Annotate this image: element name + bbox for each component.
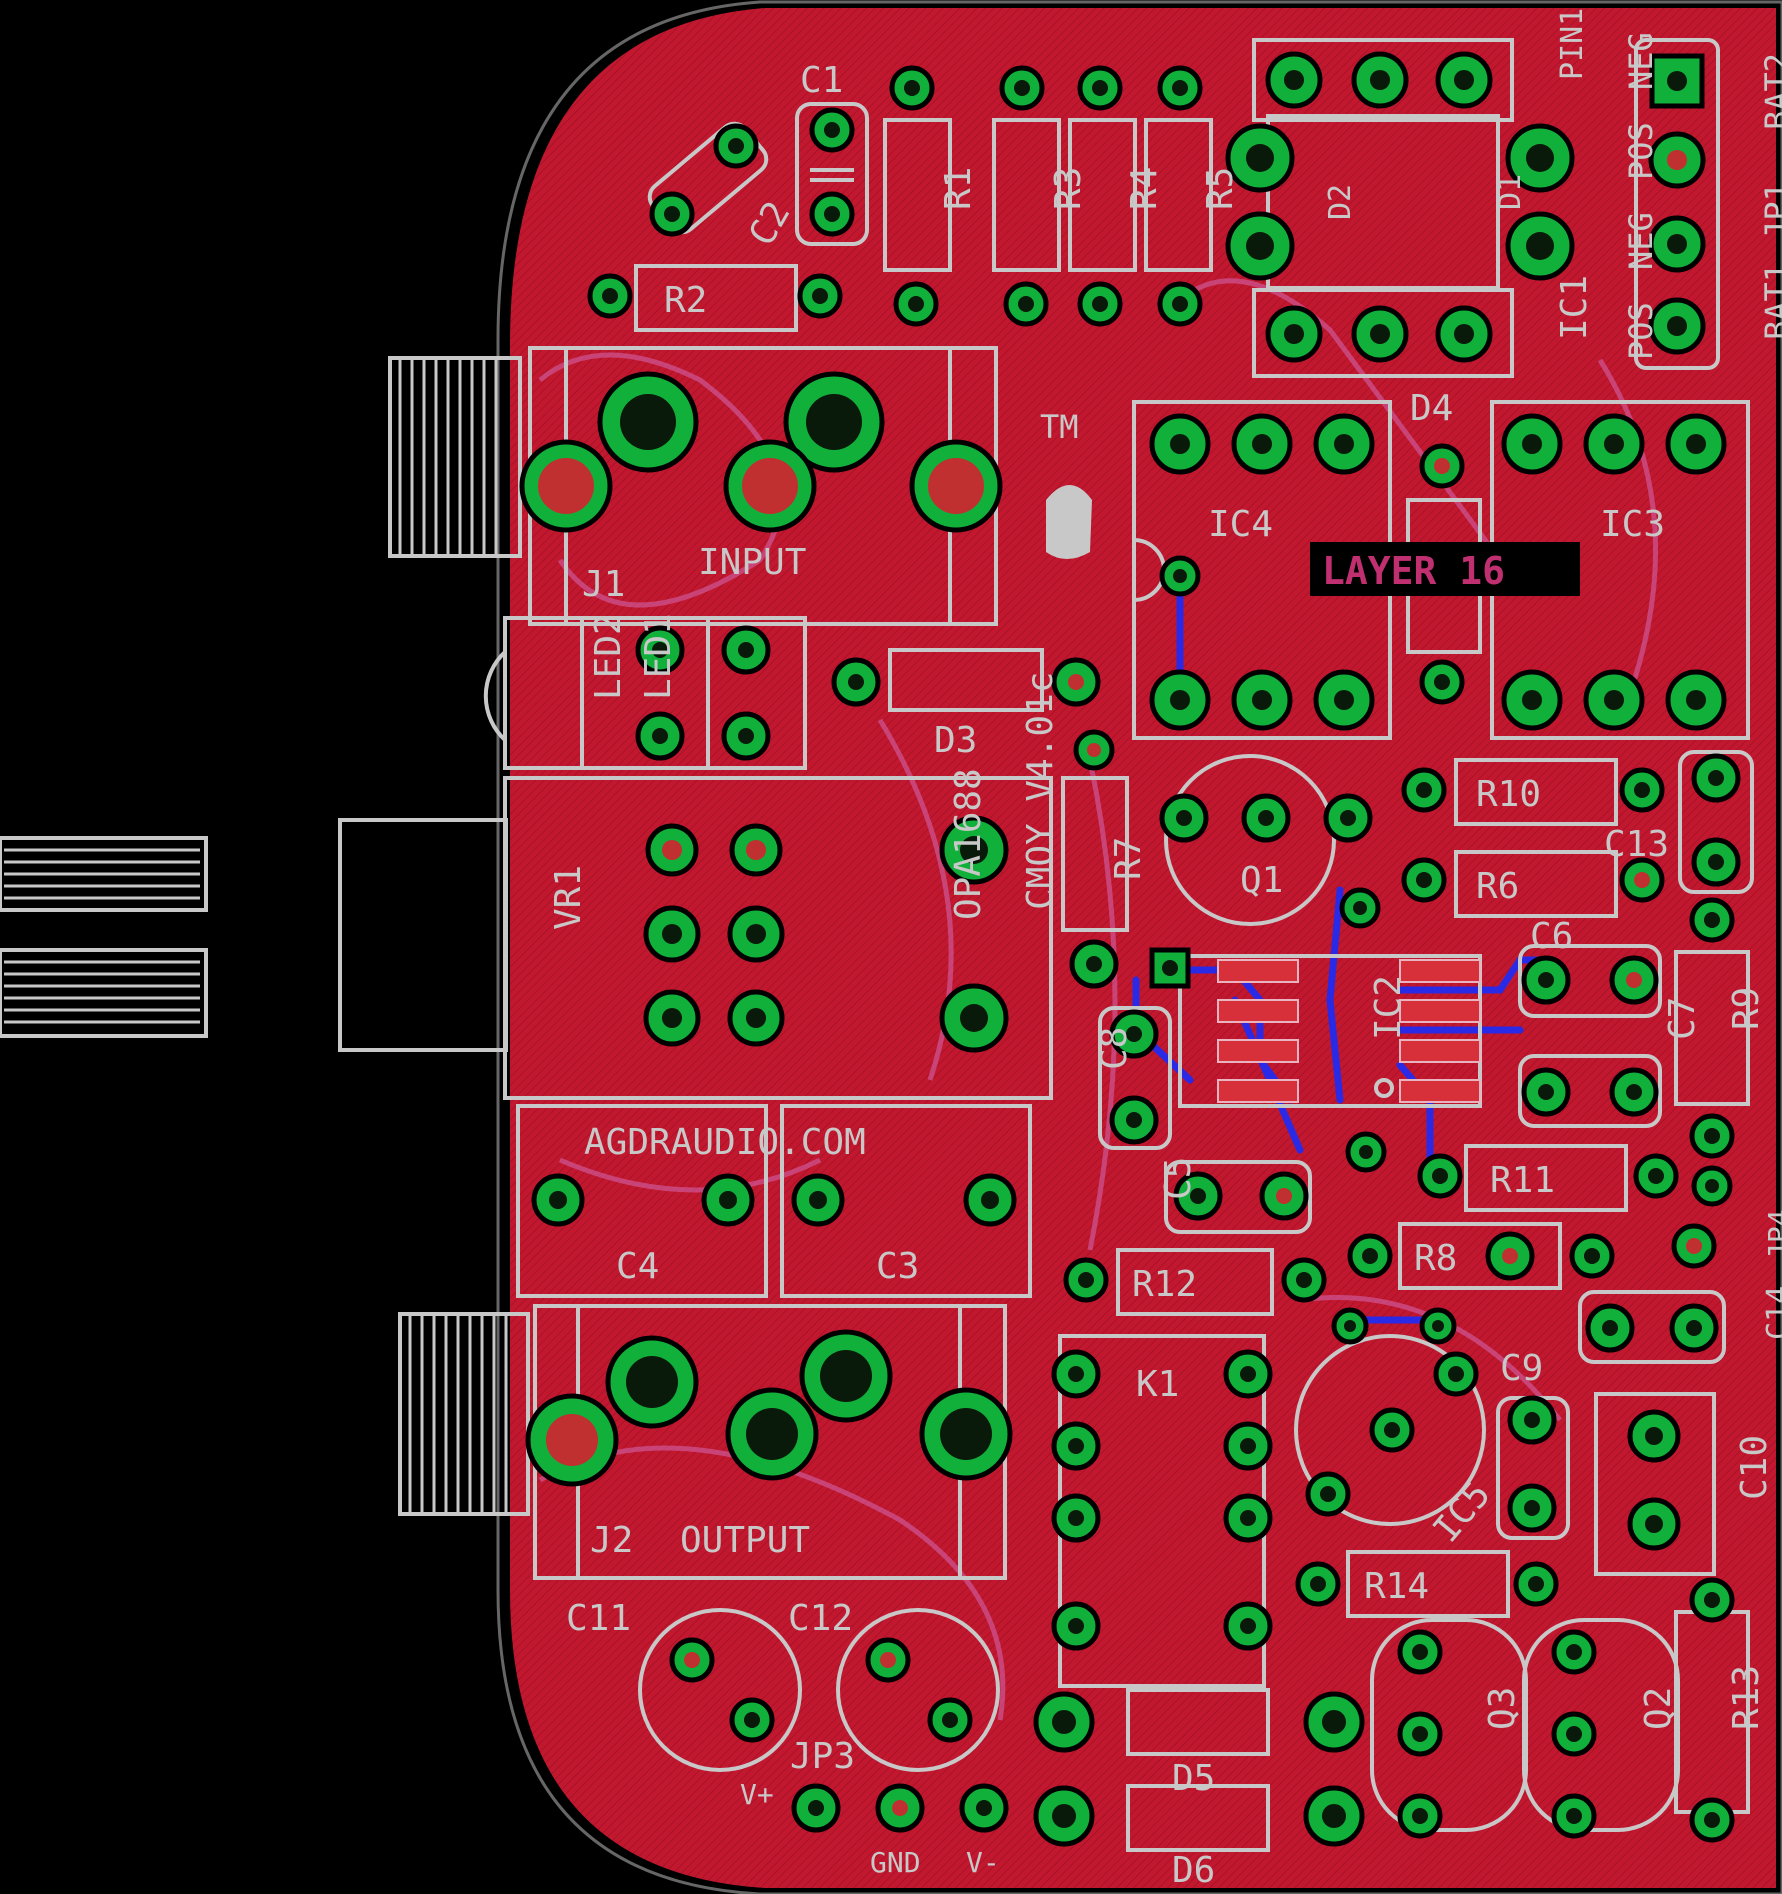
label-c13: C13 [1604, 824, 1669, 865]
label-r13: R13 [1726, 1665, 1767, 1730]
label-bat1: BAT1 [1758, 263, 1782, 340]
label-jp3: JP3 [790, 1736, 855, 1777]
label-pin1: PIN1 [1555, 8, 1590, 80]
label-j2: J2 [590, 1520, 633, 1561]
label-agdr: AGDRAUDIO.COM [584, 1122, 866, 1163]
label-d6: D6 [1172, 1850, 1215, 1891]
label-r7: R7 [1108, 837, 1149, 880]
label-gnd: GND [870, 1846, 921, 1879]
label-c10: C10 [1734, 1435, 1775, 1500]
label-r10: R10 [1476, 774, 1541, 815]
label-c9: C9 [1500, 1348, 1543, 1389]
label-r11: R11 [1490, 1160, 1555, 1201]
layer-tag-box [1310, 542, 1580, 596]
label-j1: J1 [582, 564, 625, 605]
label-d1: D1 [1493, 174, 1528, 210]
label-opa: OPA1688 [948, 768, 989, 920]
pads [519, 51, 1741, 1847]
label-pos2: POS [1622, 122, 1660, 180]
label-layer: LAYER 16 [1322, 549, 1505, 593]
label-ic2: IC2 [1368, 975, 1409, 1040]
label-q2: Q2 [1638, 1687, 1679, 1730]
label-c3: C3 [876, 1246, 919, 1287]
label-ic3: IC3 [1600, 504, 1665, 545]
label-jp4: JP4 [1762, 1209, 1782, 1260]
label-pos1: POS [1622, 302, 1660, 360]
label-r12: R12 [1132, 1264, 1197, 1305]
label-input: INPUT [698, 542, 806, 583]
label-bat2: BAT2 [1758, 53, 1782, 130]
label-c1: C1 [800, 60, 843, 101]
label-r3: R3 [1048, 167, 1089, 210]
label-r9: R9 [1726, 987, 1767, 1030]
label-tm: TM [1040, 408, 1079, 446]
label-c6: C6 [1530, 916, 1573, 957]
label-k1: K1 [1136, 1364, 1179, 1405]
label-r14: R14 [1364, 1566, 1429, 1607]
label-c11: C11 [566, 1598, 631, 1639]
label-r6: R6 [1476, 866, 1519, 907]
label-vplus: V+ [740, 1778, 774, 1811]
label-c5: C5 [1158, 1157, 1199, 1200]
label-neg2: NEG [1622, 32, 1660, 90]
label-q3: Q3 [1482, 1687, 1523, 1730]
label-ic1: IC1 [1554, 275, 1595, 340]
label-c8: C8 [1094, 1027, 1135, 1070]
label-ic4: IC4 [1208, 504, 1273, 545]
label-output: OUTPUT [680, 1520, 810, 1561]
label-r4: R4 [1124, 167, 1165, 210]
label-d2: D2 [1323, 184, 1358, 220]
label-cmoy: CMOY V4.01c [1020, 672, 1061, 910]
label-q1: Q1 [1240, 860, 1283, 901]
tm-logo-icon [1046, 485, 1092, 559]
label-c12: C12 [788, 1598, 853, 1639]
ic2-smd-pads [1217, 959, 1481, 1103]
label-vminus: V- [966, 1846, 1000, 1879]
label-c4: C4 [616, 1246, 659, 1287]
label-r8: R8 [1414, 1238, 1457, 1279]
label-c7: C7 [1662, 997, 1703, 1040]
label-r2: R2 [664, 280, 707, 321]
label-c14: C14 [1761, 1286, 1782, 1340]
label-neg1: NEG [1622, 212, 1660, 270]
label-jp1: JP1 [1758, 182, 1782, 240]
label-led2: LED2 [588, 613, 629, 700]
label-d5: D5 [1172, 1758, 1215, 1799]
label-vr1: VR1 [548, 865, 589, 930]
label-r1: R1 [938, 167, 979, 210]
label-r5: R5 [1200, 167, 1241, 210]
silk-labels: C1 C2 R1 R2 R3 R4 R5 PIN1 D2 D1 IC1 POS … [548, 8, 1782, 1891]
label-d3: D3 [934, 720, 977, 761]
label-led1: LED1 [638, 613, 679, 700]
label-d4: D4 [1410, 388, 1453, 429]
